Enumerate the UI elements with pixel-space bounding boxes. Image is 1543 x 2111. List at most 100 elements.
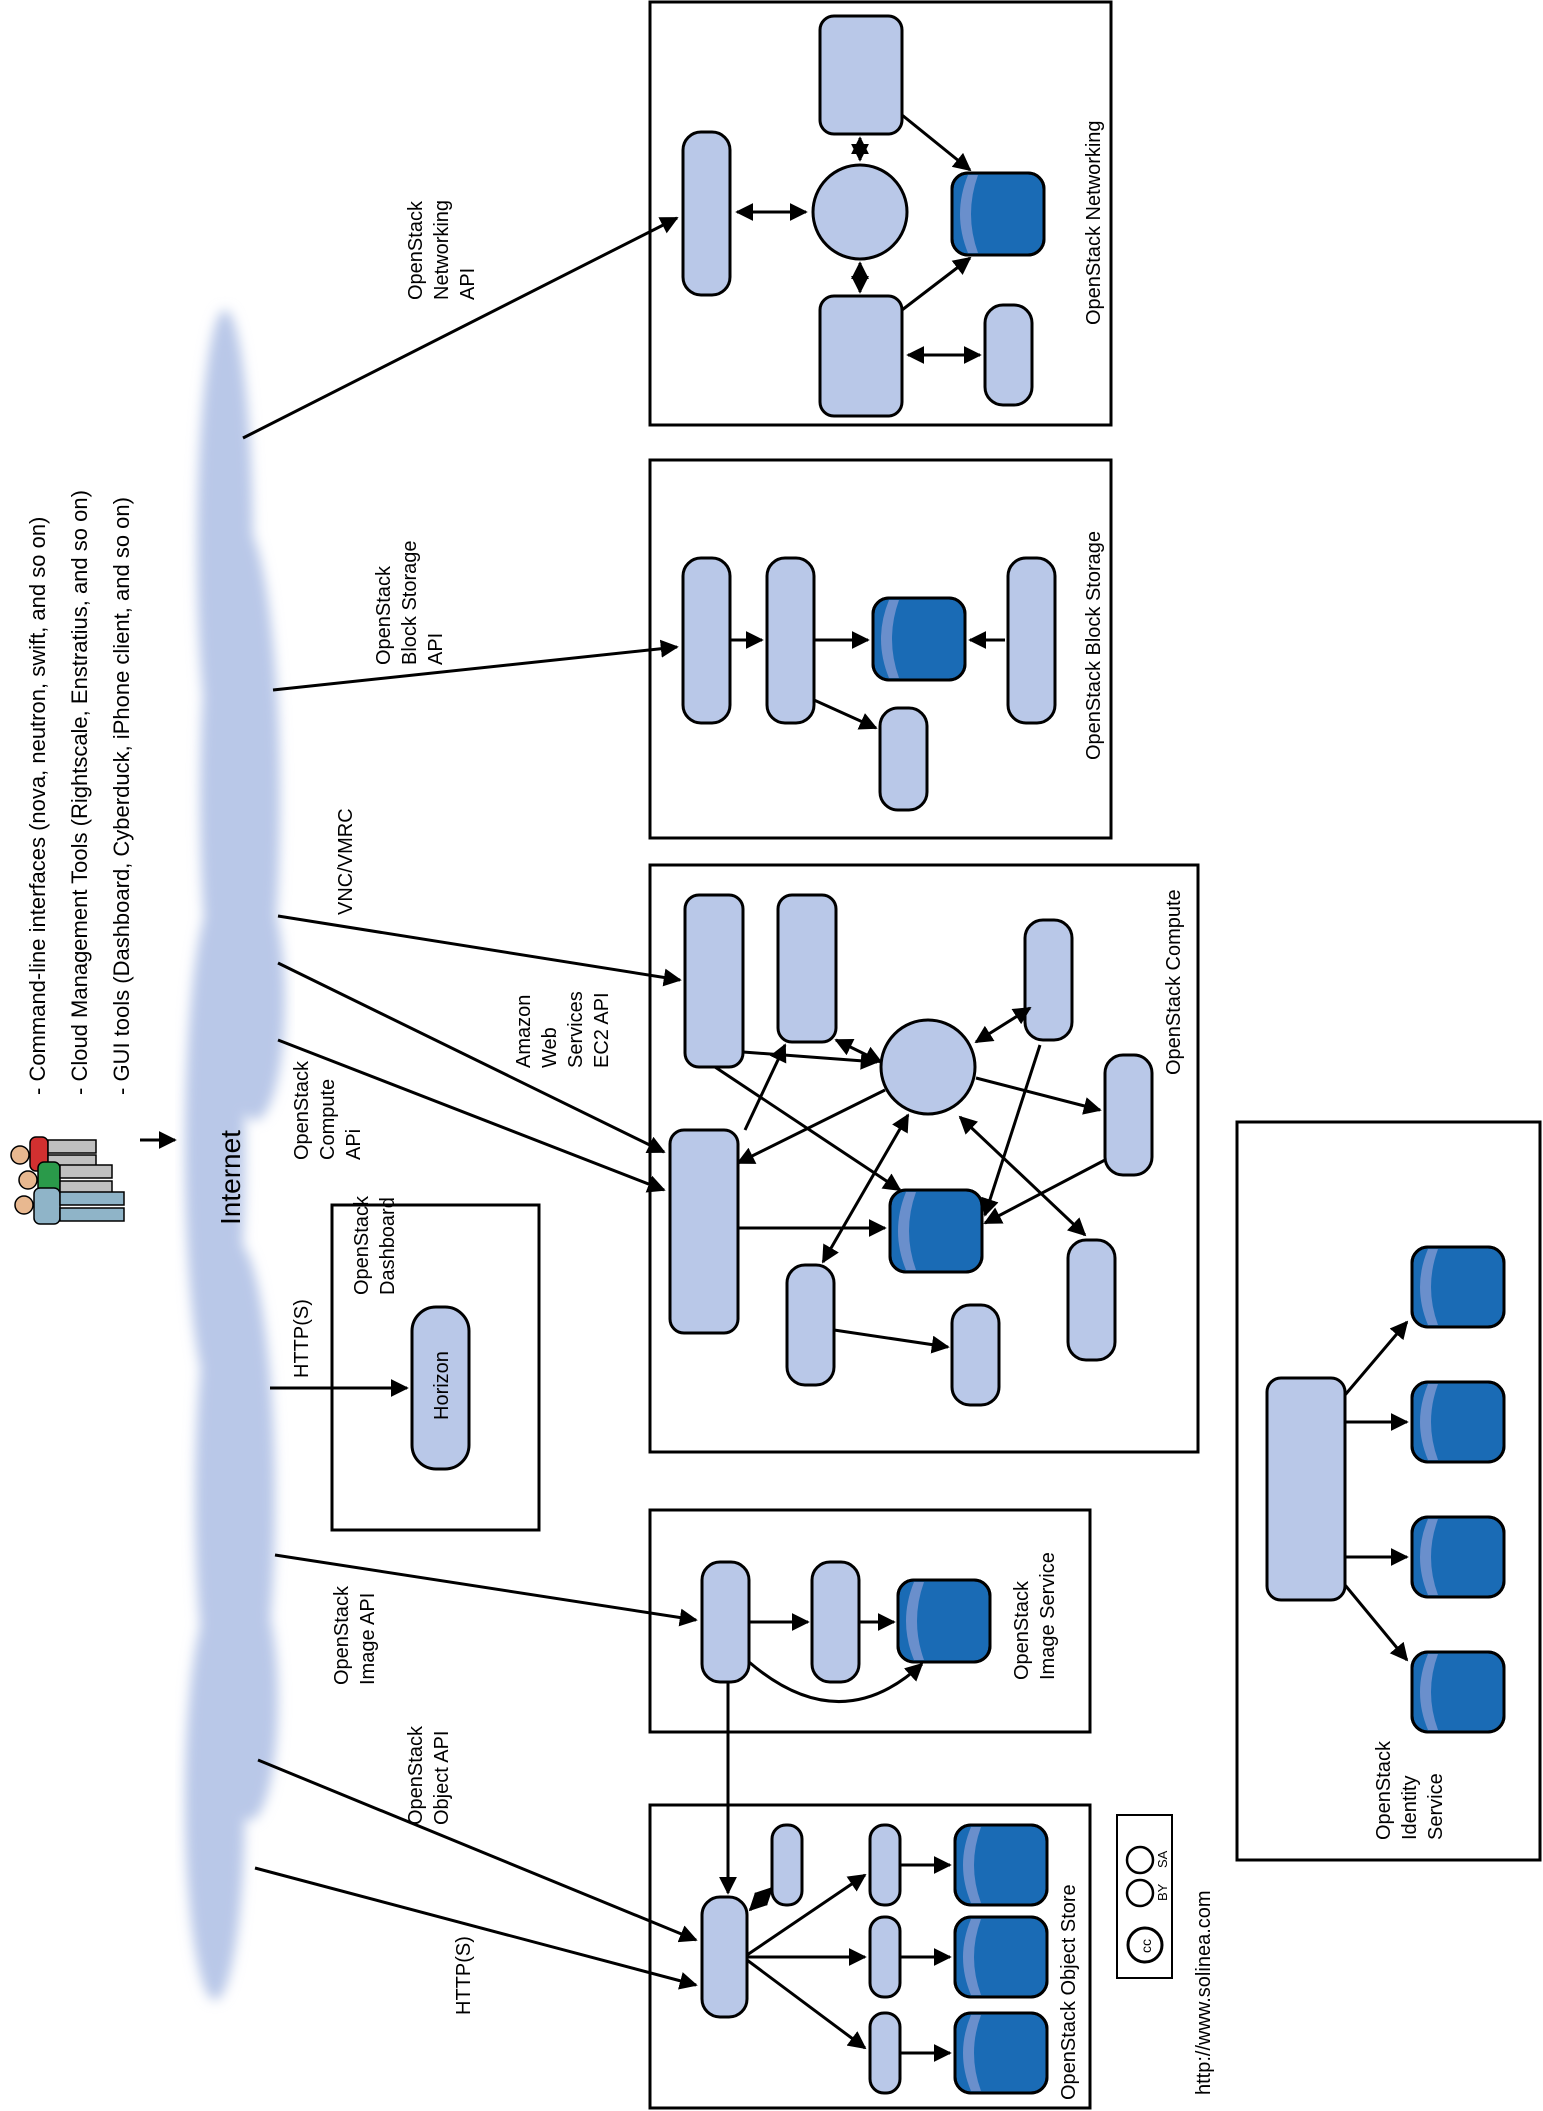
- compute-hypervisor-node: [950, 1303, 1001, 1407]
- identity-frame: [1235, 1120, 1542, 1862]
- networking-frame: [648, 0, 1113, 427]
- ec2-api-edge: [277, 961, 666, 1154]
- horizon-node: [410, 1305, 471, 1471]
- image-api-label-2: Image API: [357, 1593, 379, 1685]
- block-storage-service: OpenStack Block Storage: [648, 458, 1113, 840]
- identity-db-icon-2: [1410, 1380, 1506, 1464]
- identity-db-icon-3: [1410, 1515, 1506, 1599]
- object-db-icon-1: [953, 1823, 1049, 1907]
- object-proxy-node: [700, 1895, 749, 2019]
- compute-frame: [648, 863, 1200, 1454]
- object-container-node: [868, 1915, 902, 1999]
- license-sa-text: SA: [1155, 1850, 1170, 1868]
- object-object-node: [868, 2011, 902, 2095]
- internet-label: Internet: [215, 1130, 246, 1225]
- users-icon: [10, 1131, 177, 1225]
- compute-service-title: OpenStack Compute: [1163, 889, 1185, 1075]
- networking-api-label-2: Networking: [431, 200, 453, 300]
- dashboard-title-line2: Dashboard: [377, 1197, 399, 1295]
- object-api-edge: [257, 1758, 698, 1943]
- client-tools-list: - Command-line interfaces (nova, neutron…: [25, 490, 134, 1095]
- internet-cloud: Internet: [185, 310, 285, 2000]
- dashboard-http-label: HTTP(S): [291, 1299, 313, 1378]
- ec2-api-label-3: Services: [565, 991, 587, 1068]
- block-storage-volume-node: [1006, 556, 1057, 725]
- dashboard-service: OpenStack Dashboard Horizon: [330, 1195, 541, 1532]
- object-store-frame: [648, 1803, 1092, 2110]
- block-storage-api-label-2: Block Storage: [399, 540, 421, 665]
- compute-db-icon: [888, 1188, 984, 1274]
- block-storage-scheduler-node: [765, 556, 816, 725]
- compute-queue-node: [879, 1018, 977, 1116]
- networking-server-node: [811, 163, 909, 261]
- license-cc-text: cc: [1138, 1939, 1154, 1953]
- image-service-title-line1: OpenStack: [1011, 1580, 1033, 1680]
- identity-api-node: [1265, 1376, 1347, 1602]
- license-url: http://www.solinea.com: [1193, 1890, 1215, 2095]
- networking-api-edge: [242, 216, 679, 440]
- identity-service: OpenStack Identity Service: [1235, 1120, 1542, 1862]
- compute-ec2-api-node: [683, 893, 745, 1069]
- object-auth-node: [770, 1823, 804, 1907]
- compute-api-edge: [277, 1038, 666, 1193]
- networking-api-label-1: OpenStack: [405, 200, 427, 300]
- compute-api-label-3: APi: [343, 1129, 365, 1160]
- compute-network-node: [1103, 1053, 1154, 1177]
- image-api-node: [700, 1560, 751, 1684]
- image-api-label-1: OpenStack: [331, 1585, 353, 1685]
- networking-service: OpenStack Networking: [648, 0, 1113, 427]
- object-api-label-1: OpenStack: [405, 1725, 427, 1825]
- compute-api-label-2: Compute: [317, 1079, 339, 1160]
- client-tools-item-gui: - GUI tools (Dashboard, Cyberduck, iPhon…: [109, 497, 134, 1095]
- object-api-label-2: Object API: [431, 1731, 453, 1826]
- horizon-label: Horizon: [431, 1351, 453, 1420]
- vnc-label: VNC/VMRC: [335, 808, 357, 915]
- image-service-title-line2: Image Service: [1037, 1552, 1059, 1680]
- networking-api-label-3: API: [457, 268, 479, 300]
- compute-volume-node: [1066, 1238, 1117, 1362]
- block-storage-db-icon: [871, 596, 967, 682]
- object-store-service: OpenStack Object Store: [648, 1803, 1092, 2110]
- image-registry-node: [810, 1560, 861, 1684]
- networking-plugin-node: [818, 14, 904, 136]
- object-http-label: HTTP(S): [453, 1936, 475, 2015]
- compute-scheduler-node: [1023, 918, 1074, 1042]
- license-by-text: BY: [1155, 1883, 1170, 1901]
- dashboard-frame: [330, 1203, 541, 1532]
- identity-title-line3: Service: [1425, 1773, 1447, 1840]
- block-storage-api-node: [681, 556, 732, 725]
- object-db-icon-2: [953, 1915, 1049, 1999]
- block-storage-service-title: OpenStack Block Storage: [1083, 531, 1105, 760]
- api-labels: OpenStack Networking API OpenStack Block…: [291, 200, 613, 2015]
- compute-console-node: [776, 893, 838, 1044]
- image-frame: [648, 1508, 1092, 1734]
- networking-agent-node: [818, 294, 904, 418]
- license-badge: cc BY SA http://www.solinea.com: [1116, 1814, 1215, 2095]
- networking-l3-node: [983, 303, 1034, 407]
- vnc-edge: [277, 914, 682, 987]
- client-tools-item-mgmt: - Cloud Management Tools (Rightscale, En…: [67, 490, 92, 1095]
- compute-api-label-1: OpenStack: [291, 1060, 313, 1160]
- object-store-title: OpenStack Object Store: [1058, 1884, 1080, 2100]
- networking-db-icon: [950, 171, 1046, 257]
- identity-db-icon-4: [1410, 1650, 1506, 1734]
- block-storage-api-label-3: API: [425, 633, 447, 665]
- object-db-icon-3: [953, 2011, 1049, 2095]
- compute-service: OpenStack Compute: [648, 863, 1200, 1454]
- client-tools-item-cli: - Command-line interfaces (nova, neutron…: [25, 517, 50, 1095]
- object-account-node: [868, 1823, 902, 1907]
- block-storage-api-edge: [272, 639, 679, 692]
- dashboard-title-line1: OpenStack: [351, 1195, 373, 1295]
- identity-db-icon-1: [1410, 1245, 1506, 1329]
- compute-node: [785, 1263, 836, 1387]
- image-api-edge: [274, 1553, 698, 1627]
- compute-api-node: [668, 1128, 740, 1335]
- image-db-icon: [896, 1578, 992, 1664]
- block-storage-api-label-1: OpenStack: [373, 565, 395, 665]
- object-http-edge: [254, 1866, 698, 1990]
- identity-title-line2: Identity: [1399, 1776, 1421, 1840]
- networking-service-title: OpenStack Networking: [1083, 120, 1105, 325]
- identity-title-line1: OpenStack: [1373, 1740, 1395, 1840]
- networking-api-node: [681, 130, 732, 297]
